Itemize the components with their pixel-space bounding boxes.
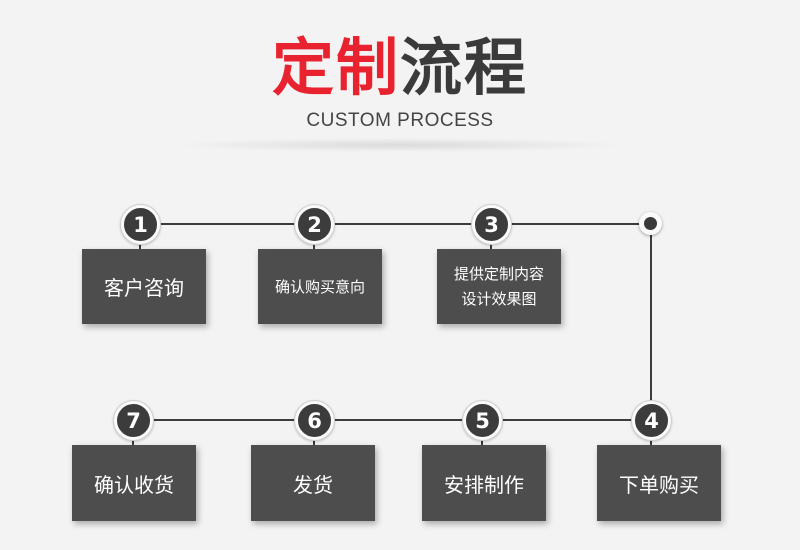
step-number-7: 7: [114, 401, 153, 440]
step-number-2: 2: [295, 205, 334, 244]
title-divider-shadow: [170, 138, 630, 152]
step-number-1: 1: [121, 205, 160, 244]
step-box-5: 安排制作: [422, 445, 546, 521]
step-label-6: 发货: [293, 472, 333, 497]
step-box-1: 客户咨询: [82, 249, 206, 324]
step-label-3-line1: 提供定制内容: [453, 264, 544, 283]
step-label-2: 确认购买意向: [274, 278, 365, 296]
page-title: 定制流程: [0, 28, 800, 108]
step-box-4: 下单购买: [597, 445, 721, 521]
step-box-7: 确认收货: [72, 445, 196, 521]
corner-dot-icon: [639, 212, 662, 235]
step-label-4: 下单购买: [619, 472, 699, 497]
step-number-6: 6: [295, 401, 334, 440]
step-label-5: 安排制作: [444, 472, 524, 497]
step-box-2: 确认购买意向: [258, 249, 382, 324]
step-number-4: 4: [632, 401, 671, 440]
step-label-3-line2: 设计效果图: [461, 289, 537, 308]
page-subtitle: CUSTOM PROCESS: [306, 110, 494, 131]
step-box-3: 提供定制内容 设计效果图: [437, 249, 561, 324]
step-number-5: 5: [463, 401, 502, 440]
step-number-3: 3: [472, 205, 511, 244]
title-rest: 流程: [400, 31, 529, 104]
step-label-7: 确认收货: [94, 472, 174, 497]
title-accent: 定制: [271, 31, 400, 104]
step-label-1: 客户咨询: [104, 276, 184, 300]
step-box-6: 发货: [251, 445, 375, 521]
